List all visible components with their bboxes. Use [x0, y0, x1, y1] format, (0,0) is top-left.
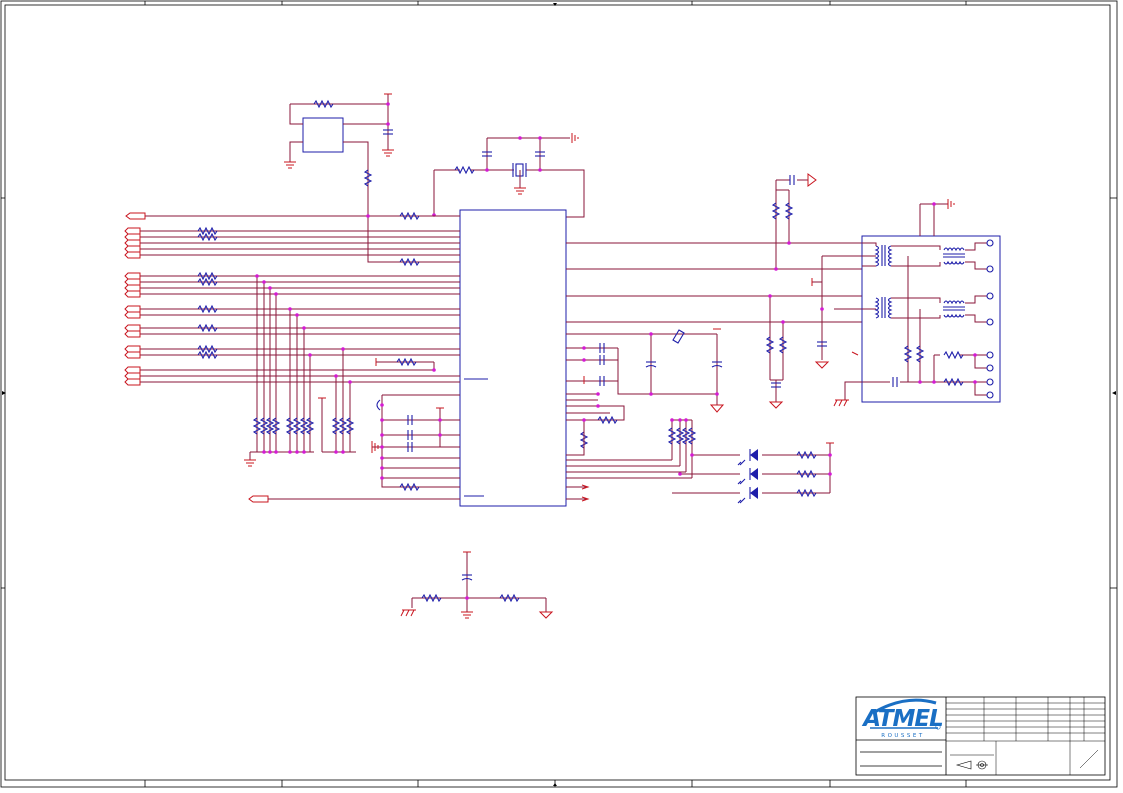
ground-icon	[400, 609, 416, 617]
ground-icon	[571, 133, 579, 143]
led-icon	[737, 449, 758, 504]
bottom-filter-network	[400, 551, 554, 619]
led-indicators	[566, 418, 834, 504]
ground-icon	[382, 149, 394, 157]
connector-pin-icon	[124, 212, 269, 503]
crystal-circuit	[432, 133, 585, 218]
ethernet-interface	[566, 173, 1001, 409]
ground-icon	[709, 404, 725, 413]
capacitor-bank	[566, 328, 725, 456]
ground-icon	[833, 399, 849, 407]
ground-icon	[461, 611, 473, 619]
decoupling-capacitors-left	[371, 394, 460, 492]
ground-icon	[244, 459, 256, 467]
ground-icon	[538, 611, 554, 619]
ground-icon	[514, 187, 526, 195]
ground-icon	[814, 361, 830, 369]
ground-icon	[768, 401, 784, 409]
title-block: ATMEL ROUSSET	[855, 696, 1106, 776]
main-ic	[459, 209, 567, 507]
power-arrow-icon	[807, 173, 817, 187]
ground-icon	[947, 199, 955, 209]
projection-symbol-icon	[955, 760, 988, 770]
ground-icon	[284, 161, 296, 169]
voltage-regulator	[284, 93, 394, 215]
pulldown-resistor-array	[244, 274, 356, 467]
transformer-icon	[874, 245, 965, 319]
atmel-logo: ATMEL ROUSSET	[861, 698, 944, 739]
ground-icon	[371, 441, 379, 453]
logo-subtext: ROUSSET	[881, 733, 925, 739]
left-input-bus	[140, 211, 460, 383]
